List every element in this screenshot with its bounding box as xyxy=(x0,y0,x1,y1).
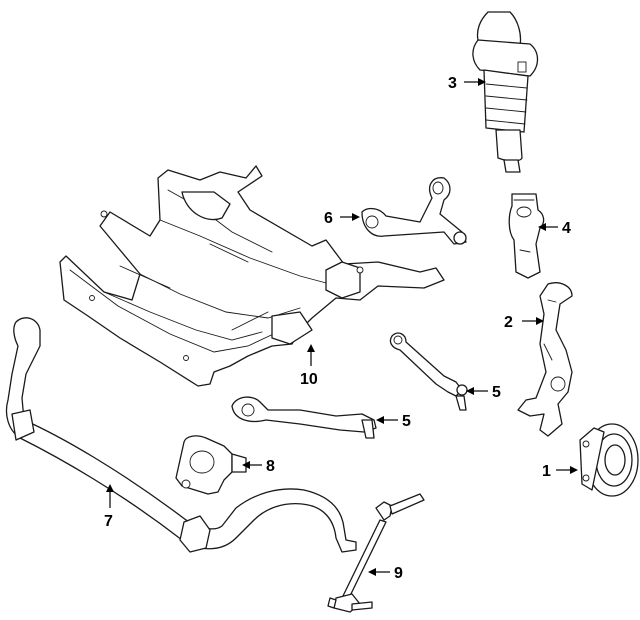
stabilizer-bushing-part[interactable] xyxy=(175,435,247,495)
leader-5a xyxy=(466,387,488,395)
callout-8[interactable]: 8 xyxy=(266,458,275,475)
callout-7[interactable]: 7 xyxy=(104,513,113,530)
leader-9 xyxy=(368,568,390,576)
lower-control-arm-part[interactable] xyxy=(231,396,377,439)
callout-9[interactable]: 9 xyxy=(394,565,403,582)
leader-8 xyxy=(242,461,262,469)
leader-1 xyxy=(556,466,578,474)
tension-strut-part[interactable] xyxy=(389,332,468,411)
stabilizer-link-part[interactable] xyxy=(327,493,425,613)
callout-3[interactable]: 3 xyxy=(448,75,457,92)
strut-bracket-part[interactable] xyxy=(508,193,545,279)
subframe-part[interactable] xyxy=(59,165,445,387)
leader-4 xyxy=(538,223,558,231)
leader-2 xyxy=(522,317,544,325)
callout-labels: 1 2 3 4 5 5 6 7 8 9 10 xyxy=(104,75,571,582)
callout-6[interactable]: 6 xyxy=(324,210,333,227)
leader-3 xyxy=(464,78,486,86)
leader-lines xyxy=(106,78,578,576)
leader-5b xyxy=(376,416,398,424)
callout-2[interactable]: 2 xyxy=(504,314,513,331)
callout-10[interactable]: 10 xyxy=(300,371,318,388)
callout-5-control-arm[interactable]: 5 xyxy=(402,413,411,430)
callout-1[interactable]: 1 xyxy=(542,463,551,480)
callout-4[interactable]: 4 xyxy=(562,220,571,237)
callout-5-tension-strut[interactable]: 5 xyxy=(492,384,501,401)
wheel-hub-part[interactable] xyxy=(579,423,639,497)
leader-7 xyxy=(106,484,114,508)
upper-control-arm-part[interactable] xyxy=(361,177,467,245)
steering-knuckle-part[interactable] xyxy=(517,282,573,437)
leader-6 xyxy=(340,213,360,221)
stabilizer-bar-part[interactable] xyxy=(5,317,357,553)
leader-10 xyxy=(307,344,315,366)
air-strut-part[interactable] xyxy=(472,11,539,173)
